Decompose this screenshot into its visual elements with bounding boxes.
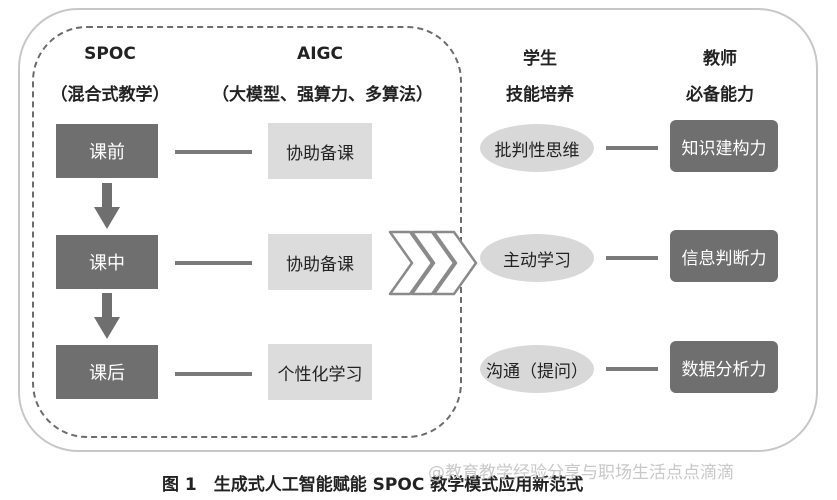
connector-line (175, 372, 252, 376)
aigc-function-box: 个性化学习 (268, 344, 372, 400)
aigc-function-box: 协助备课 (268, 123, 372, 179)
connector-line (175, 150, 252, 154)
spoc-aigc-group-frame (32, 26, 462, 438)
aigc-function-box: 协助备课 (268, 234, 372, 290)
connector-line (175, 261, 252, 265)
spoc-subheader: （混合式教学） (50, 85, 170, 105)
stage-in-class: 课中 (56, 235, 158, 289)
student-skill-ellipse: 批判性思维 (480, 124, 594, 172)
aigc-header: AIGC (297, 44, 343, 64)
down-arrow-icon (94, 183, 120, 229)
stage-post-class: 课后 (56, 345, 158, 399)
connector-line (606, 256, 658, 260)
connector-line (606, 146, 658, 150)
teacher-subheader: 必备能力 (686, 85, 754, 105)
student-header: 学生 (523, 49, 557, 69)
teacher-ability-box: 知识建构力 (670, 120, 778, 172)
student-skill-ellipse: 沟通（提问） (480, 345, 594, 393)
teacher-header: 教师 (703, 49, 737, 69)
chevron-right-icon (388, 230, 478, 296)
spoc-header: SPOC (84, 44, 136, 64)
teacher-ability-box: 信息判断力 (670, 230, 778, 282)
watermark-text: @教育教学经验分享与职场生活点点滴滴 (428, 463, 734, 483)
student-skill-ellipse: 主动学习 (480, 234, 594, 282)
teacher-ability-box: 数据分析力 (670, 341, 778, 393)
connector-line (606, 367, 658, 371)
figure-caption: 图 1 生成式人工智能赋能 SPOC 教学模式应用新范式 (162, 475, 584, 495)
outer-frame (18, 8, 818, 452)
aigc-subheader: （大模型、强算力、多算法） (212, 85, 433, 105)
stage-pre-class: 课前 (56, 124, 158, 178)
student-subheader: 技能培养 (506, 85, 574, 105)
down-arrow-icon (94, 293, 120, 339)
